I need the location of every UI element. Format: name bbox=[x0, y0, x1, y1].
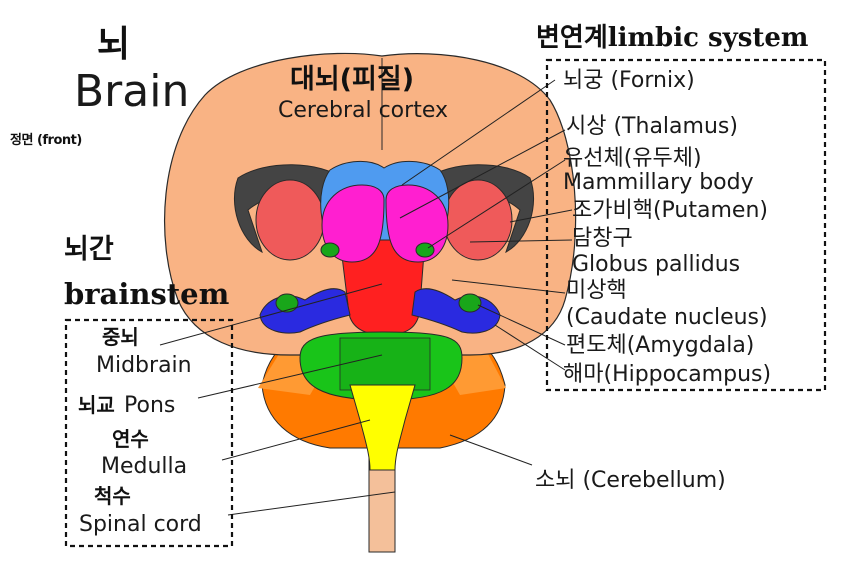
brainstem-heading-korean: 뇌간 bbox=[64, 234, 114, 265]
brainstem-box bbox=[64, 318, 234, 548]
view-label: 정면 (front) bbox=[10, 132, 82, 148]
label-hippocampus: 해마(Hippocampus) bbox=[563, 362, 771, 387]
label-caudate-en: (Caudate nucleus) bbox=[566, 305, 768, 330]
label-caudate-ko: 미상핵 bbox=[566, 278, 627, 303]
leader-hippocampus bbox=[494, 324, 566, 371]
leader-putamen bbox=[509, 209, 573, 223]
leader-spinal bbox=[227, 491, 396, 516]
thalamus-left-shape bbox=[321, 184, 385, 263]
putamen-right-shape bbox=[443, 179, 513, 261]
label-medulla-ko: 연수 bbox=[112, 427, 149, 451]
limbic-system-box bbox=[545, 58, 827, 392]
label-medulla-en: Medulla bbox=[101, 454, 187, 479]
leader-medulla bbox=[221, 419, 371, 461]
medulla-shape bbox=[349, 384, 416, 471]
amygdala-left-shape bbox=[275, 293, 299, 313]
label-spinal-ko: 척수 bbox=[94, 484, 131, 508]
mammillary-left-shape bbox=[320, 242, 340, 258]
label-globus-ko: 담창구 bbox=[572, 226, 633, 251]
label-globus-en: Globus pallidus bbox=[572, 252, 740, 277]
label-pons-ko: 뇌교 bbox=[78, 393, 115, 417]
leader-cerebellum bbox=[449, 434, 533, 466]
putamen-left-shape bbox=[255, 179, 325, 261]
label-amygdala: 편도체(Amygdala) bbox=[566, 333, 754, 358]
cerebrum-label-english: Cerebral cortex bbox=[278, 98, 448, 123]
leader-midbrain bbox=[159, 283, 383, 346]
limbic-heading: 변연계limbic system bbox=[536, 23, 808, 53]
label-pons-en: Pons bbox=[124, 393, 175, 418]
leader-thalamus bbox=[399, 129, 566, 219]
leader-globus bbox=[469, 239, 573, 243]
amygdala-right-shape bbox=[458, 293, 482, 313]
label-midbrain-en: Midbrain bbox=[96, 353, 192, 378]
leader-pons bbox=[197, 354, 383, 399]
title-korean: 뇌 bbox=[97, 24, 130, 65]
label-mammillary-en: Mammillary body bbox=[563, 170, 754, 195]
brainstem-heading-english: brainstem bbox=[64, 277, 230, 311]
leader-mammillary bbox=[427, 159, 566, 249]
label-thalamus: 시상 (Thalamus) bbox=[566, 114, 738, 139]
cerebrum-label-korean: 대뇌(피질) bbox=[290, 64, 414, 95]
label-cerebellum: 소뇌 (Cerebellum) bbox=[535, 468, 726, 493]
mammillary-right-shape bbox=[415, 242, 435, 258]
label-spinal-en: Spinal cord bbox=[79, 512, 202, 537]
thalamus-right-shape bbox=[385, 184, 449, 263]
label-midbrain-ko: 중뇌 bbox=[102, 325, 139, 349]
label-putamen: 조가비핵(Putamen) bbox=[572, 198, 768, 223]
label-mammillary-ko: 유선체(유두체) bbox=[563, 146, 702, 171]
leader-fornix bbox=[401, 79, 556, 186]
pons-center-shape bbox=[339, 337, 431, 391]
title-english: Brain bbox=[74, 66, 189, 117]
leader-amygdala bbox=[477, 304, 566, 346]
label-fornix: 뇌궁 (Fornix) bbox=[563, 68, 695, 93]
